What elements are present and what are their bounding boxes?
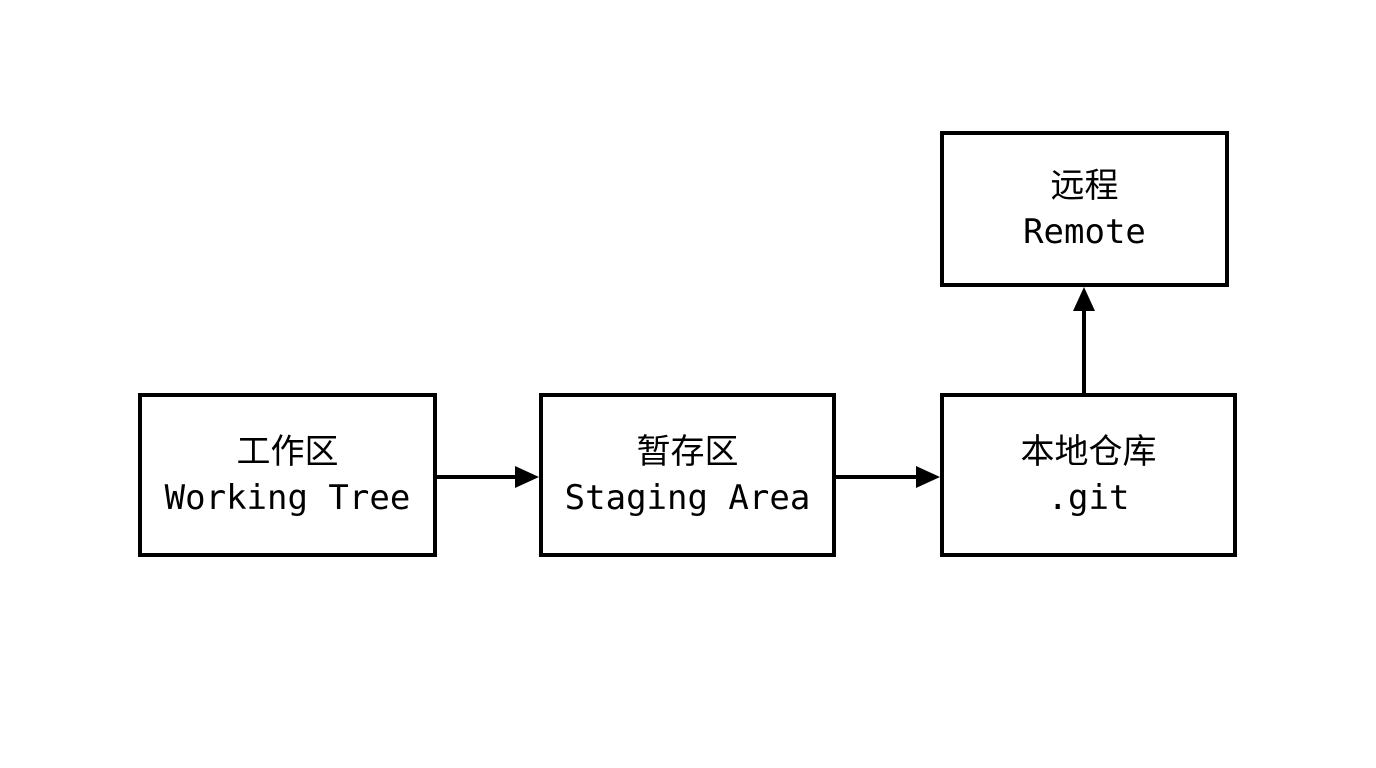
edge-line <box>1082 311 1086 393</box>
node-remote-label-en: Remote <box>1023 212 1146 252</box>
arrowhead-right-icon <box>515 466 539 488</box>
node-staging-area: 暂存区 Staging Area <box>539 393 836 557</box>
arrowhead-up-icon <box>1073 287 1095 311</box>
node-remote: 远程 Remote <box>940 131 1229 287</box>
edge-staging-area-to-local-repo <box>836 466 940 488</box>
node-local-repo-label-zh: 本地仓库 <box>1020 432 1157 472</box>
arrowhead-right-icon <box>916 466 940 488</box>
node-working-tree-label-zh: 工作区 <box>236 432 339 472</box>
node-working-tree: 工作区 Working Tree <box>138 393 437 557</box>
edge-working-tree-to-staging-area <box>437 466 539 488</box>
node-local-repo: 本地仓库 .git <box>940 393 1237 557</box>
node-remote-label-zh: 远程 <box>1050 166 1119 206</box>
edge-local-repo-to-remote <box>1073 287 1095 393</box>
node-staging-area-label-zh: 暂存区 <box>636 432 739 472</box>
node-staging-area-label-en: Staging Area <box>564 478 811 518</box>
node-working-tree-label-en: Working Tree <box>164 478 411 518</box>
node-local-repo-label-en: .git <box>1047 478 1130 518</box>
edge-line <box>437 475 515 479</box>
edge-line <box>836 475 916 479</box>
